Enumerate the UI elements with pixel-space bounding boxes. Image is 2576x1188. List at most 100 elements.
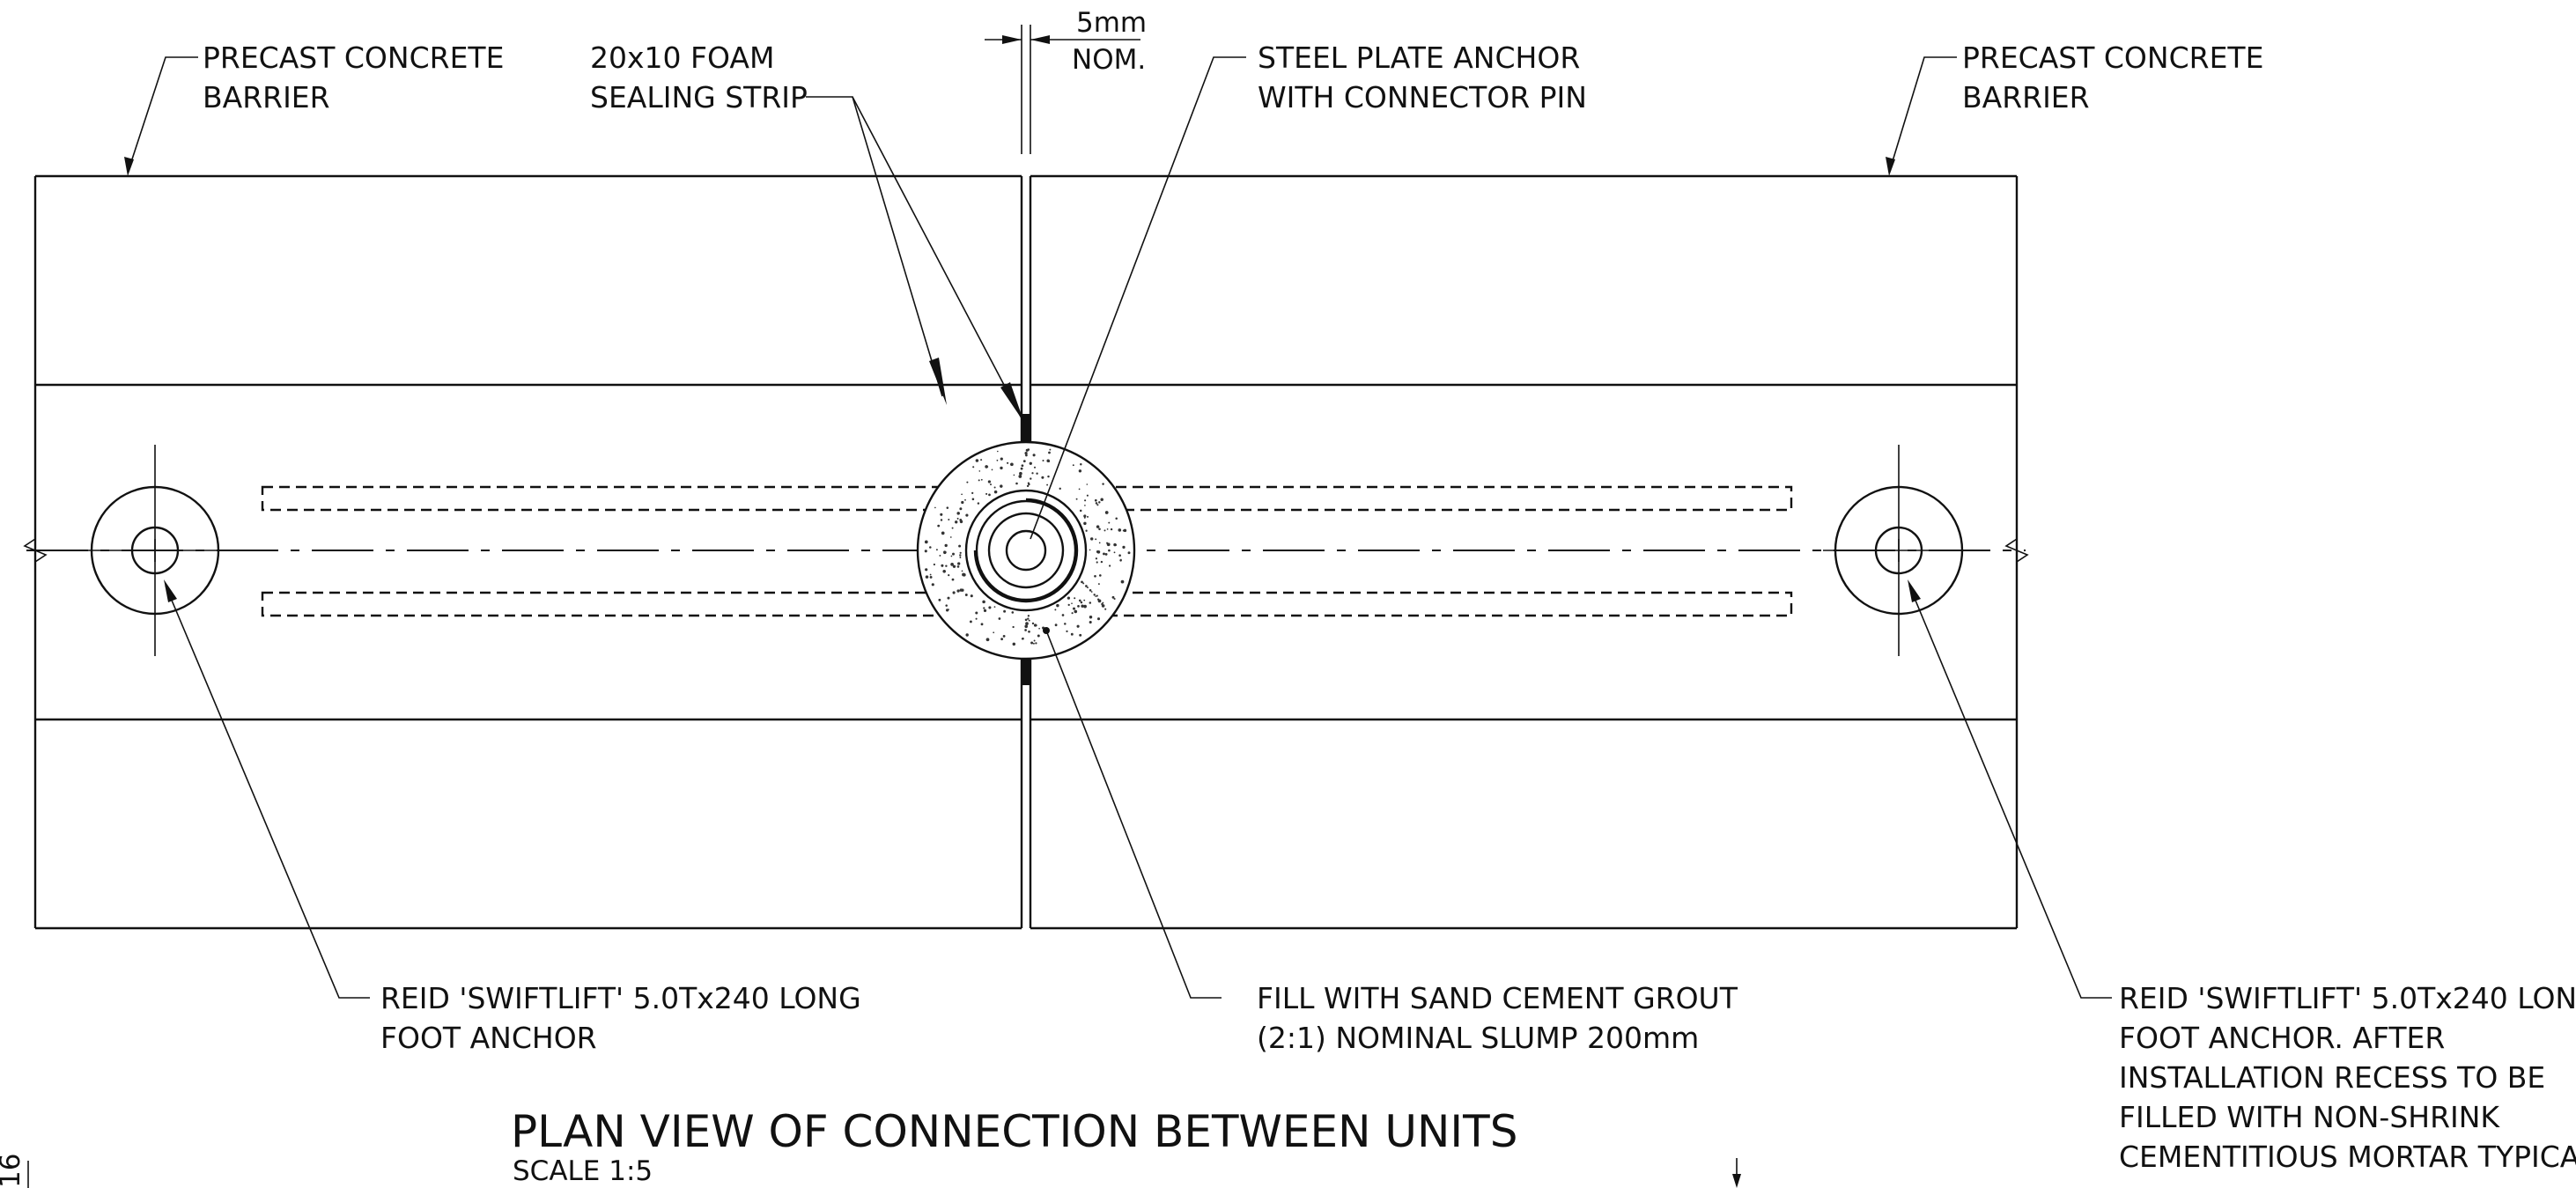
left-barrier-unit — [33, 174, 1023, 930]
grout-stipple-dot — [951, 527, 954, 529]
grout-stipple-dot — [1087, 587, 1089, 589]
grout-stipple-dot — [972, 466, 975, 469]
grout-stipple-dot — [996, 459, 999, 461]
grout-stipple-dot — [964, 498, 966, 501]
grout-stipple-dot — [1025, 454, 1028, 457]
grout-stipple-dot — [1000, 466, 1003, 470]
grout-stipple-dot — [1115, 517, 1118, 520]
grout-stipple-dot — [1118, 554, 1121, 557]
grout-stipple-dot — [1024, 624, 1029, 629]
leader-grout — [1043, 627, 1222, 999]
grout-stipple-dot — [1084, 505, 1086, 506]
grout-stipple-dot — [993, 631, 995, 634]
steel-plate-anchor — [964, 489, 1088, 612]
grout-stipple-dot — [983, 609, 987, 613]
grout-stipple-dot — [1083, 599, 1086, 601]
grout-stipple-dot — [1002, 635, 1006, 638]
grout-stipple-dot — [1086, 494, 1089, 497]
leader-anchor-right — [1908, 579, 2112, 999]
grout-stipple-dot — [959, 551, 962, 554]
grout-stipple-dot — [1047, 475, 1050, 478]
grout-stipple-dot — [948, 574, 950, 577]
grout-stipple-dot — [945, 604, 948, 607]
grout-stipple-dot — [1083, 604, 1087, 609]
grout-stipple-dot — [1022, 460, 1026, 463]
grout-stipple-dot — [965, 633, 969, 637]
grout-stipple-dot — [1013, 474, 1015, 476]
grout-stipple-dot — [1098, 501, 1101, 504]
leader-anchor-left — [164, 579, 370, 999]
grout-stipple-dot — [1094, 498, 1097, 502]
grout-stipple-dot — [1097, 599, 1102, 603]
grout-stipple-dot — [950, 555, 953, 557]
grout-stipple-dot — [941, 564, 944, 567]
grout-stipple-dot — [949, 536, 952, 538]
grout-stipple-dot — [959, 520, 963, 524]
grout-stipple-dot — [1095, 595, 1097, 597]
grout-stipple-dot — [975, 617, 978, 620]
grout-stipple-dot — [1087, 515, 1089, 518]
grout-stipple-dot — [1096, 561, 1098, 564]
grout-stipple-dot — [1024, 629, 1027, 631]
grout-stipple-dot — [1021, 638, 1023, 640]
grout-stipple-dot — [1122, 529, 1125, 532]
grout-stipple-dot — [944, 543, 948, 548]
grout-stipple-dot — [985, 492, 988, 495]
right-barrier-unit — [1029, 174, 2019, 930]
margin-mark: 16 — [0, 1154, 26, 1188]
grout-stipple-dot — [924, 550, 927, 553]
grout-stipple-dot — [946, 609, 949, 612]
grout-stipple-dot — [990, 483, 992, 486]
grout-stipple-dot — [969, 620, 972, 624]
grout-stipple-dot — [1011, 611, 1015, 614]
grout-stipple-dot — [1101, 604, 1105, 608]
label-anchor-right: REID 'SWIFTLIFT' 5.0Tx240 LONG FOOT ANCH… — [2119, 981, 2576, 1174]
grout-stipple-dot — [1127, 551, 1131, 555]
leader-barrier-right — [1886, 56, 1957, 176]
grout-stipple-dot — [1089, 620, 1092, 624]
grout-stipple-dot — [988, 493, 991, 497]
grout-stipple-dot — [1120, 579, 1125, 584]
grout-stipple-dot — [1108, 549, 1111, 552]
grout-stipple-dot — [975, 459, 979, 462]
grout-stipple-dot — [1122, 545, 1126, 550]
grout-stipple-dot — [946, 506, 949, 509]
grout-stipple-dot — [971, 491, 974, 495]
grout-stipple-dot — [959, 507, 963, 511]
grout-stipple-dot — [1078, 599, 1081, 602]
grout-stipple-dot — [1083, 521, 1087, 526]
grout-stipple-dot — [1089, 601, 1092, 604]
section-arrow — [1732, 1158, 1741, 1188]
grout-stipple-dot — [1083, 514, 1087, 518]
grout-stipple-dot — [1054, 609, 1057, 611]
grout-stipple-dot — [1115, 543, 1118, 546]
grout-stipple-dot — [1066, 630, 1068, 633]
grout-stipple-dot — [1018, 475, 1022, 478]
grout-stipple-dot — [1093, 594, 1096, 596]
grout-stipple-dot — [951, 578, 955, 581]
grout-stipple-dot — [1067, 596, 1071, 600]
grout-stipple-dot — [956, 565, 960, 568]
grout-stipple-dot — [937, 524, 941, 528]
grout-stipple-dot — [993, 490, 998, 494]
grout-stipple-dot — [1015, 482, 1018, 485]
grout-stipple-dot — [1049, 448, 1052, 451]
grout-stipple-dot — [1027, 617, 1030, 620]
grout-stipple-dot — [1031, 472, 1034, 475]
grout-stipple-dot — [1085, 585, 1088, 587]
grout-stipple-dot — [1033, 639, 1036, 642]
grout-stipple-dot — [1095, 538, 1097, 541]
grout-stipple-dot — [1071, 612, 1074, 615]
grout-stipple-dot — [1028, 619, 1030, 622]
grout-stipple-dot — [929, 575, 933, 579]
leader-barrier-left — [124, 56, 198, 176]
left-foot-anchor — [79, 445, 231, 656]
grout-stipple-dot — [962, 572, 966, 577]
grout-stipple-dot — [933, 563, 935, 566]
grout-stipple-dot — [957, 562, 961, 565]
grout-stipple-dot — [1118, 528, 1122, 532]
drawing-scale: SCALE 1:5 — [513, 1155, 653, 1187]
grout-stipple-dot — [1024, 451, 1028, 455]
grout-stipple-dot — [1123, 528, 1127, 533]
